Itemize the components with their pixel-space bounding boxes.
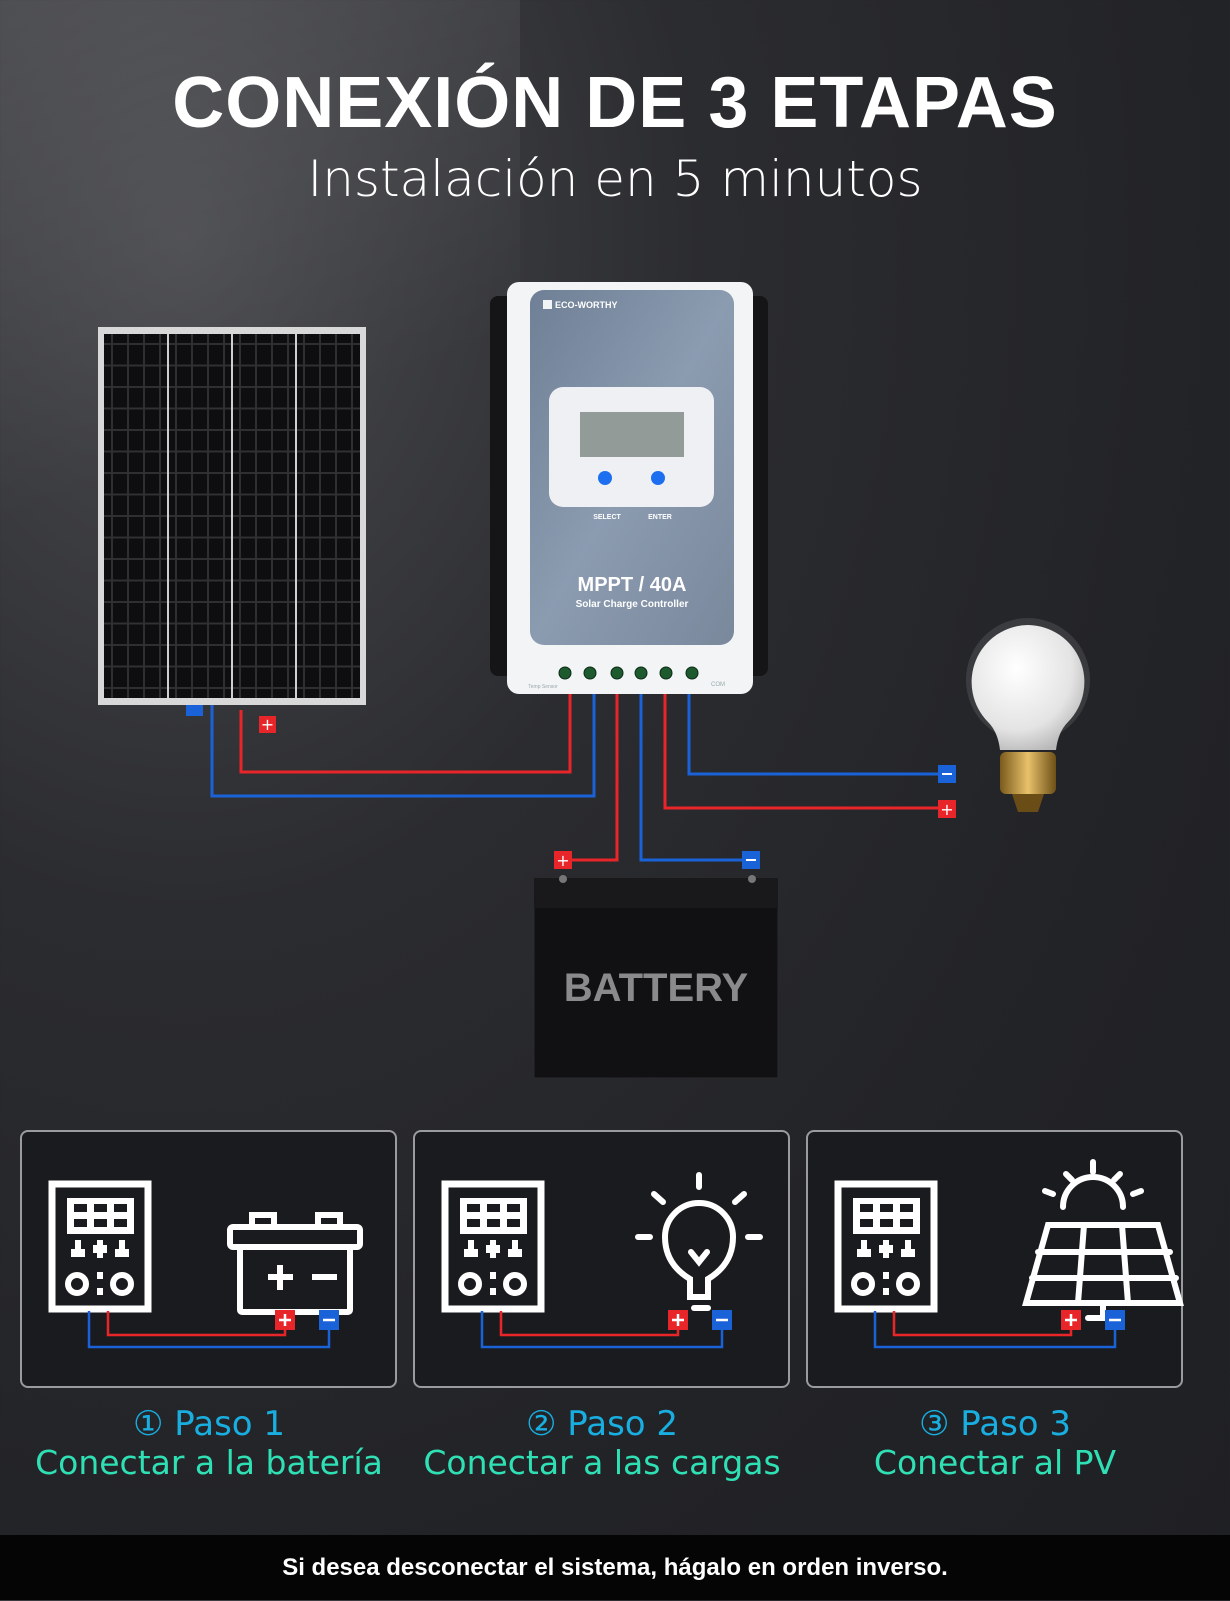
svg-text:+: +	[261, 715, 274, 734]
step-description: Conectar a la batería	[35, 1443, 383, 1482]
step-title: ③ Paso 3	[800, 1405, 1190, 1443]
battery-label: BATTERY	[564, 966, 749, 1010]
controller-icon	[834, 1180, 938, 1313]
step-number: ③	[918, 1404, 950, 1444]
battery-negative-wire	[639, 690, 752, 862]
solar-panel	[98, 327, 366, 705]
svg-text:+: +	[940, 800, 953, 819]
terminal-markers: + + +	[186, 705, 956, 870]
enter-label: ENTER	[648, 514, 672, 521]
step-label-2: ② Paso 2 Conectar a las cargas	[407, 1405, 797, 1483]
battery-positive-wire	[564, 690, 619, 862]
brand-logo: ECO-WORTHY	[555, 300, 618, 310]
controller-icon	[48, 1180, 152, 1313]
enter-button	[651, 471, 665, 485]
battery: BATTERY	[533, 875, 779, 1079]
load-negative-wire	[687, 690, 950, 776]
step-title: ② Paso 2	[407, 1405, 797, 1443]
positive-terminal-icon	[668, 1310, 688, 1330]
select-label: SELECT	[593, 514, 621, 521]
select-button	[598, 471, 612, 485]
step-number: ①	[132, 1404, 164, 1444]
step-number: ②	[525, 1404, 557, 1444]
step-label-3: ③ Paso 3 Conectar al PV	[800, 1405, 1190, 1483]
battery-icon	[227, 1212, 363, 1315]
step-card-2	[413, 1130, 790, 1388]
step-title-text: Paso 1	[174, 1404, 286, 1444]
page-subtitle: Instalación en 5 minutos	[307, 150, 923, 208]
charge-controller: ECO-WORTHY SELECT ENTER MPPT / 40A Solar…	[490, 282, 768, 694]
controller-icon	[441, 1180, 545, 1313]
step-description: Conectar a las cargas	[423, 1443, 781, 1482]
step-description: Conectar al PV	[873, 1443, 1117, 1482]
negative-terminal-icon	[712, 1310, 732, 1330]
pv-negative-wire	[210, 690, 596, 798]
step-label-1: ① Paso 1 Conectar a la batería	[14, 1405, 404, 1483]
step-title-text: Paso 3	[960, 1404, 1072, 1444]
terminal-screws	[558, 666, 699, 680]
svg-text:+: +	[556, 851, 569, 870]
description-label: Solar Charge Controller	[576, 599, 689, 610]
pv-positive-wire	[239, 690, 572, 774]
wires	[210, 690, 950, 862]
step-card-3	[806, 1130, 1184, 1388]
footer-note: Si desea desconectar el sistema, hágalo …	[0, 1535, 1230, 1600]
load-positive-wire	[663, 690, 950, 810]
light-bulb	[966, 618, 1090, 812]
step-title: ① Paso 1	[14, 1405, 404, 1443]
positive-terminal-icon	[275, 1310, 295, 1330]
wiring-diagram: + + + ECO-WORTHY SELECT ENTER MPPT / 40A…	[98, 282, 1090, 1079]
negative-terminal-icon	[319, 1310, 339, 1330]
temp-sensor-label: Temp Sensor	[528, 684, 558, 690]
step-card-1	[20, 1130, 397, 1388]
step-title-text: Paso 2	[567, 1404, 679, 1444]
positive-terminal-icon	[1061, 1310, 1081, 1330]
model-label: MPPT / 40A	[578, 574, 687, 596]
negative-terminal-icon	[1105, 1310, 1125, 1330]
com-label: COM	[711, 682, 725, 688]
page-title: CONEXIÓN DE 3 ETAPAS	[172, 63, 1058, 143]
light-bulb-icon	[635, 1172, 763, 1311]
solar-panel-icon	[1022, 1159, 1184, 1321]
